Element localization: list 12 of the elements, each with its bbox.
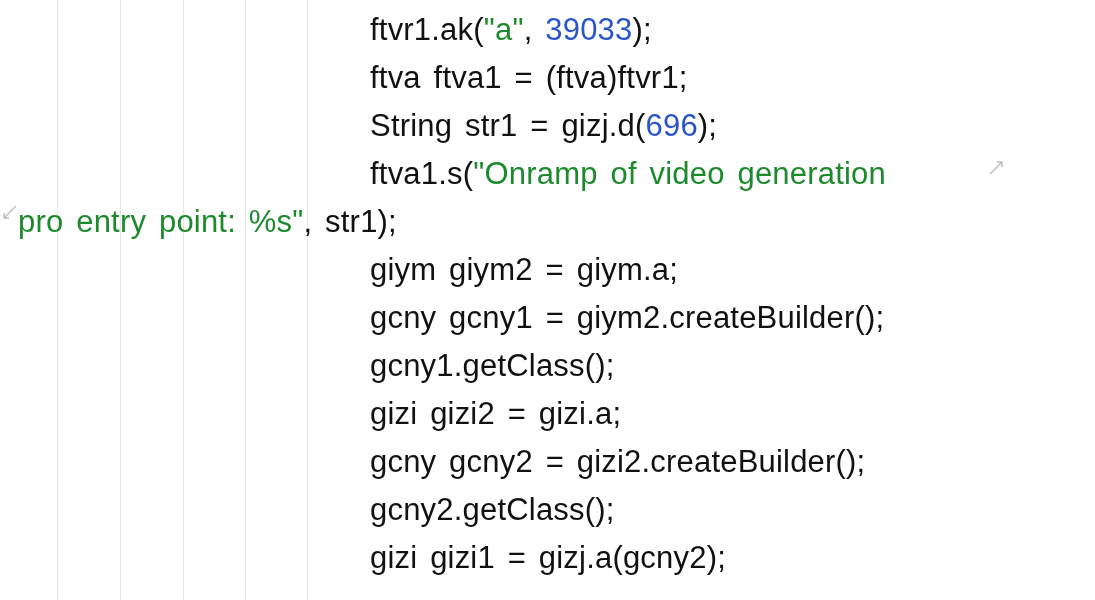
code-line: gcny2.getClass(); (370, 491, 615, 529)
code-line: String str1 = gizj.d(696); (370, 107, 718, 145)
code-line: pro entry point: %s", str1); (18, 203, 397, 241)
code-line: ftvr1.ak("a", 39033); (370, 11, 652, 49)
code-line: gizi gizi2 = gizi.a; (370, 395, 622, 433)
code-line: ftva1.s("Onramp of video generation (370, 155, 886, 193)
code-line: gizi gizi1 = gizj.a(gcny2); (370, 539, 726, 577)
code-line: ftva ftva1 = (ftva)ftvr1; (370, 59, 688, 97)
code-line: gcny gcny1 = giym2.createBuilder(); (370, 299, 885, 337)
code-line: gcny gcny2 = gizi2.createBuilder(); (370, 443, 866, 481)
code-line: giym giym2 = giym.a; (370, 251, 678, 289)
code-line: gcny1.getClass(); (370, 347, 615, 385)
